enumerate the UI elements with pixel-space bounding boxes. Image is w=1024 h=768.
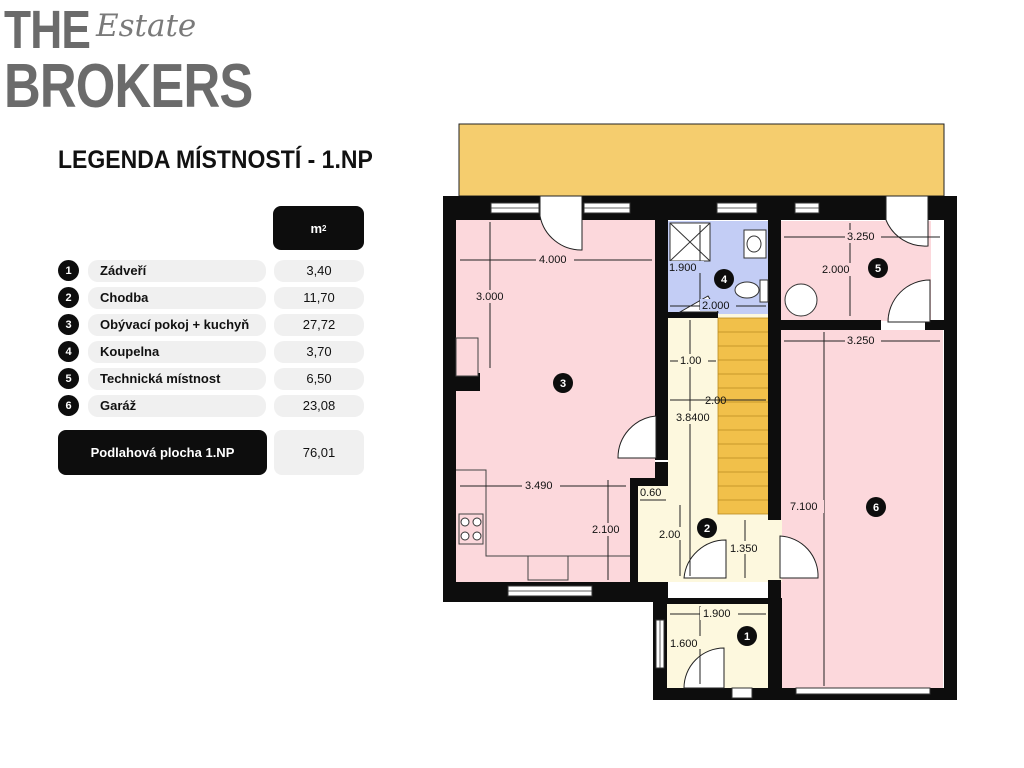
unit-text: m <box>310 220 323 236</box>
legend-row: 4 Koupelna 3,70 <box>58 341 364 363</box>
room-number-badge: 2 <box>58 287 79 308</box>
dim-label: 3.490 <box>525 480 553 492</box>
room-name: Technická místnost <box>88 368 266 390</box>
legend-row: 1 Zádveří 3,40 <box>58 260 364 282</box>
room-number-6: 6 <box>873 502 879 514</box>
legend-row: 2 Chodba 11,70 <box>58 287 364 309</box>
legend-row: 3 Obývací pokoj + kuchyň 27,72 <box>58 314 364 336</box>
dim-label: 4.000 <box>539 254 567 266</box>
logo: THE Estate BROKERS <box>4 0 253 118</box>
room-number-badge: 3 <box>58 314 79 335</box>
legend-row: 5 Technická místnost 6,50 <box>58 368 364 390</box>
dim-label: 3.000 <box>476 291 504 303</box>
dim-label: 1.900 <box>669 262 697 274</box>
dim-label: 1.600 <box>670 638 698 650</box>
room-area: 27,72 <box>274 314 364 336</box>
logo-the: THE <box>4 0 91 60</box>
logo-brokers: BROKERS <box>4 52 253 121</box>
dim-label: 2.000 <box>702 300 730 312</box>
room-name: Zádveří <box>88 260 266 282</box>
bathroom-fixtures <box>669 222 818 317</box>
room-name: Chodba <box>88 287 266 309</box>
dim-label: 0.60 <box>640 487 661 499</box>
terrace <box>458 123 945 197</box>
dim-label: 1.00 <box>680 355 701 367</box>
room-name: Koupelna <box>88 341 266 363</box>
doors <box>539 195 931 689</box>
wardrobe <box>455 337 479 377</box>
total-floor-area-label: Podlahová plocha 1.NP <box>58 430 267 475</box>
room-number-3: 3 <box>560 378 566 390</box>
legend-row: 6 Garáž 23,08 <box>58 395 364 417</box>
room-number-badge: 6 <box>58 395 79 416</box>
room-number-badge: 5 <box>58 368 79 389</box>
room-area: 23,08 <box>274 395 364 417</box>
stair-steps <box>718 331 769 501</box>
kitchen-counter <box>456 469 630 581</box>
room-number-badge: 4 <box>58 341 79 362</box>
room-name: Obývací pokoj + kuchyň <box>88 314 266 336</box>
room-number-badges: 1 2 3 4 5 6 <box>553 258 888 646</box>
room-number-5: 5 <box>875 263 881 275</box>
logo-estate: Estate <box>96 8 197 44</box>
room-number-2: 2 <box>704 523 710 535</box>
room-area: 3,70 <box>274 341 364 363</box>
dim-label: 2.000 <box>822 264 850 276</box>
dim-label: 7.100 <box>790 501 818 513</box>
room-number-4: 4 <box>721 274 728 286</box>
window-glazing-lines <box>491 207 819 668</box>
dim-label: 1.900 <box>703 608 731 620</box>
dim-label: 2.100 <box>592 524 620 536</box>
dimension-labels: 4.000 3.000 3.490 2.100 1.900 2.000 3.25… <box>474 230 881 650</box>
dim-label: 3.250 <box>847 231 875 243</box>
dim-label: 1.350 <box>730 543 758 555</box>
room-number-badge: 1 <box>58 260 79 281</box>
stove-burners-icon <box>460 517 482 541</box>
total-floor-area-value: 76,01 <box>274 430 364 475</box>
unit-sup: 2 <box>322 223 327 233</box>
room-area: 3,40 <box>274 260 364 282</box>
room-number-1: 1 <box>744 631 750 643</box>
room-area: 11,70 <box>274 287 364 309</box>
dim-label: 3.8400 <box>676 412 710 424</box>
dim-label: 3.250 <box>847 335 875 347</box>
room-area: 6,50 <box>274 368 364 390</box>
dim-label: 2.00 <box>705 395 726 407</box>
legend-title: LEGENDA MÍSTNOSTÍ - 1.NP <box>58 146 373 174</box>
room-name: Garáž <box>88 395 266 417</box>
dim-label: 2.00 <box>659 529 680 541</box>
room-2-door-floor <box>768 520 782 582</box>
